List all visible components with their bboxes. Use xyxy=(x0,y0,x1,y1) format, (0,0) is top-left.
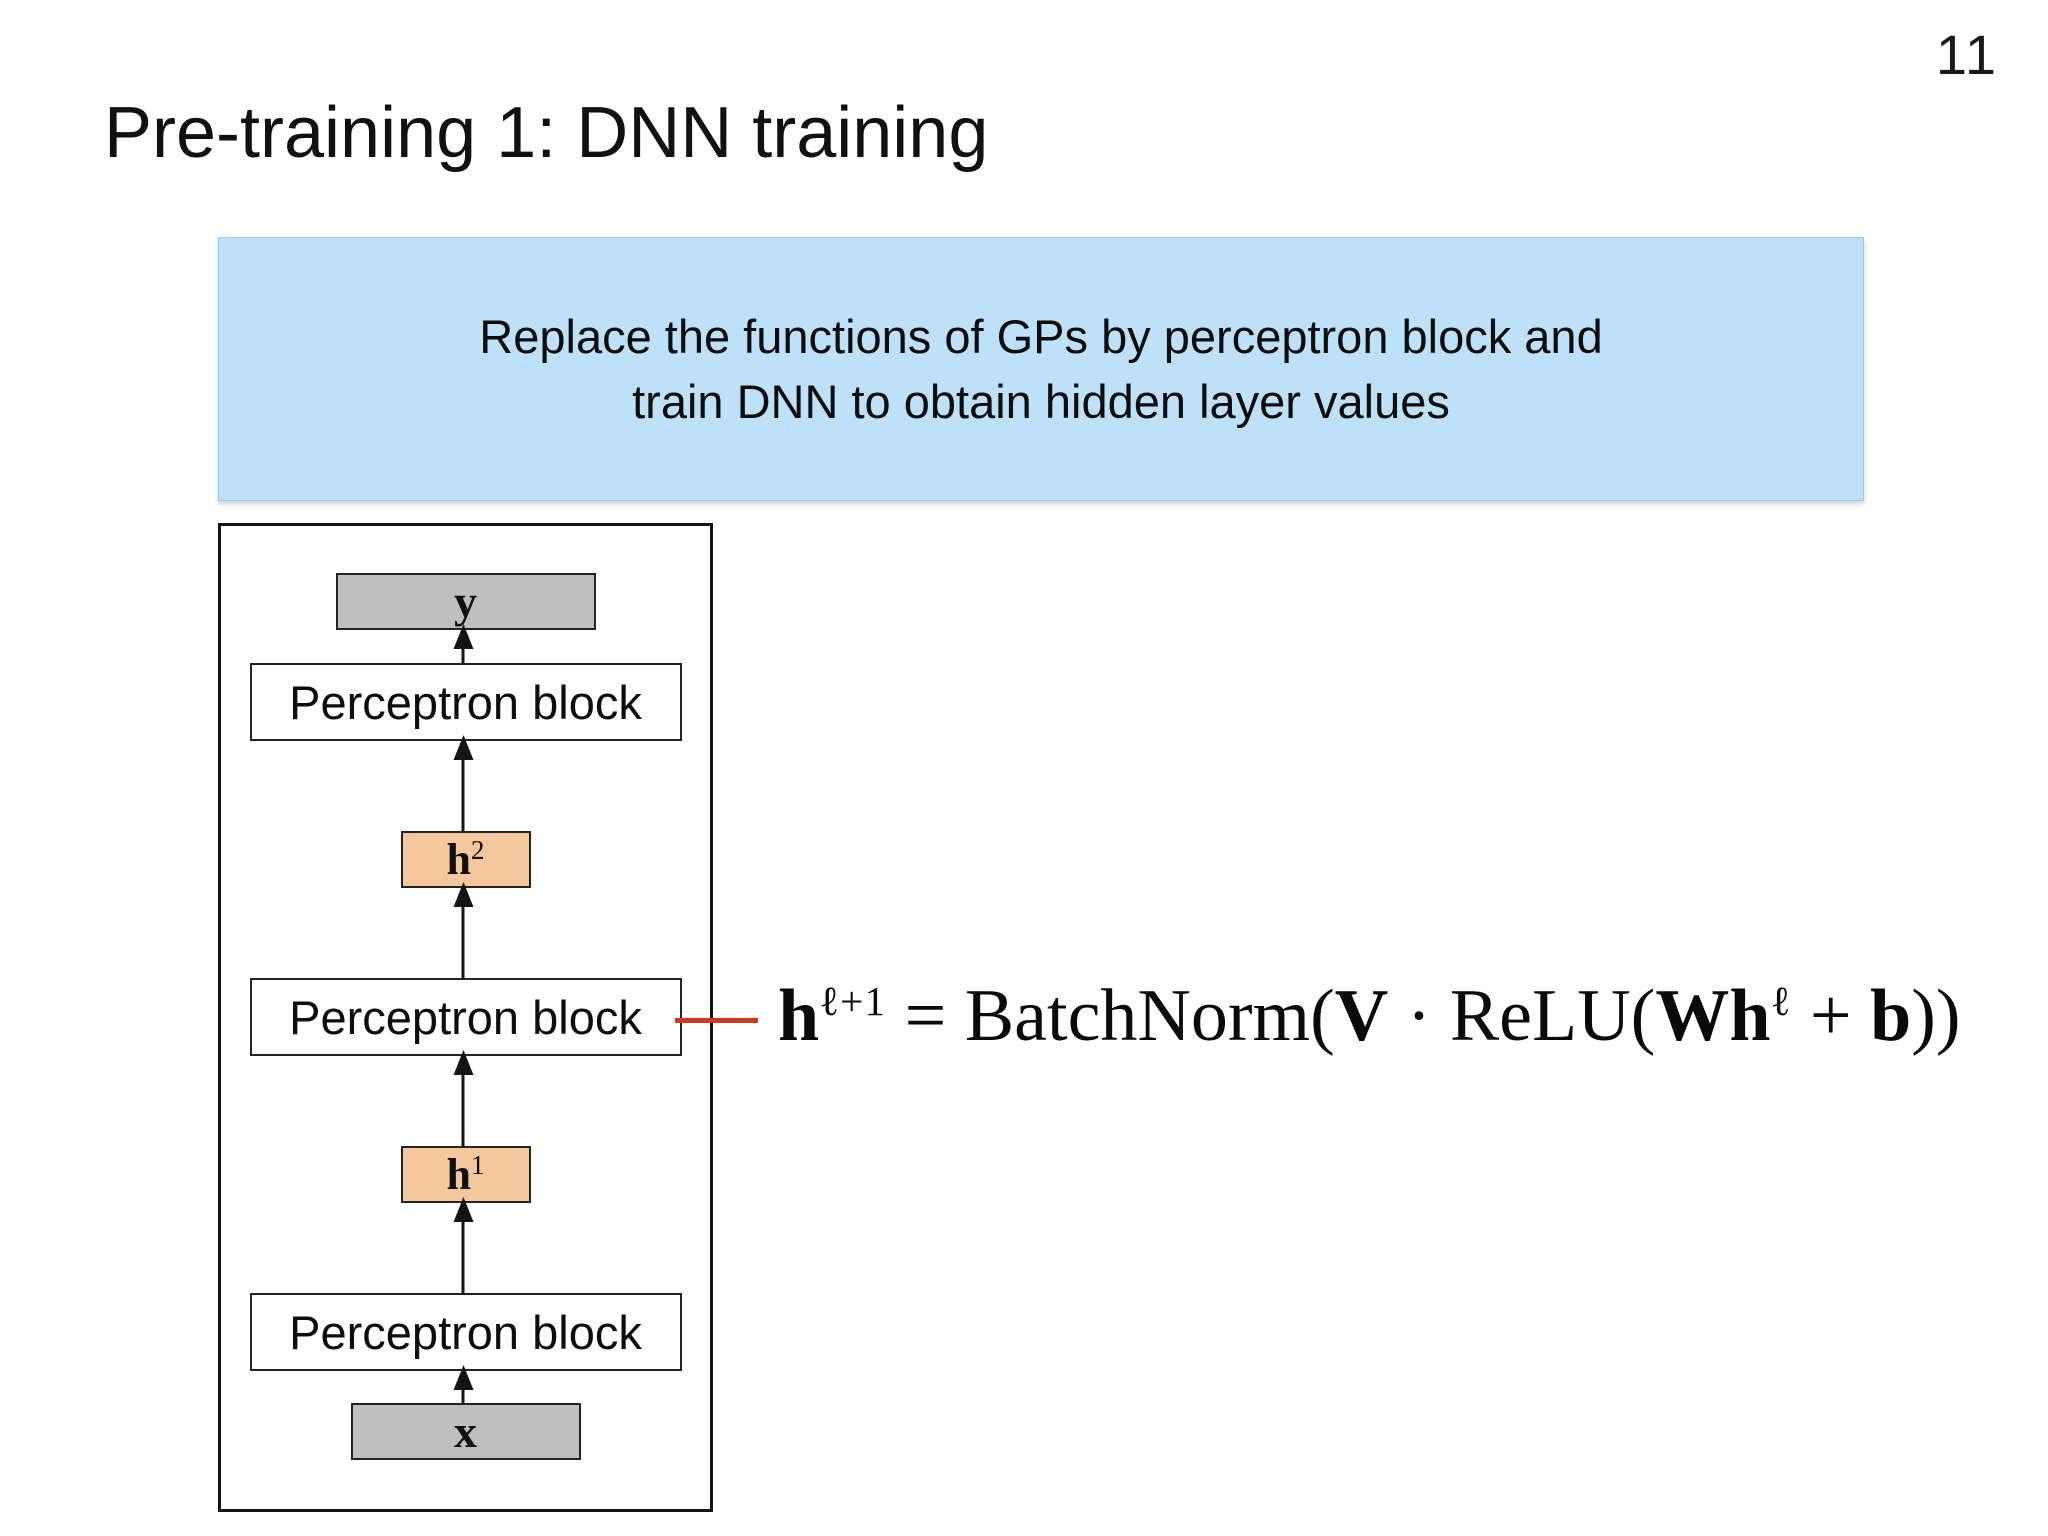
slide-title: Pre-training 1: DNN training xyxy=(104,93,989,173)
callout-line-2: train DNN to obtain hidden layer values xyxy=(632,375,1450,428)
perceptron-block-middle: Perceptron block xyxy=(249,978,682,1056)
eq-b: b xyxy=(1870,975,1912,1057)
output-node-y: y xyxy=(335,573,596,630)
up-arrow xyxy=(461,888,465,978)
eq-plus: + xyxy=(1791,975,1871,1057)
h1-superscript: 1 xyxy=(470,1150,485,1180)
up-arrow xyxy=(461,1203,465,1293)
perceptron-block-middle-label: Perceptron block xyxy=(289,990,642,1044)
eq-dot-relu: · ReLU( xyxy=(1388,975,1656,1057)
up-arrow xyxy=(461,1371,465,1403)
input-label: x xyxy=(454,1405,477,1457)
hidden-node-h1: h1 xyxy=(400,1146,531,1203)
h2-superscript: 2 xyxy=(470,835,485,865)
batchnorm-equation: hℓ+1 = BatchNorm(V · ReLU(Whℓ + b)) xyxy=(778,972,1961,1061)
eq-close-parens: )) xyxy=(1911,975,1961,1057)
equation-connector-line xyxy=(675,1018,758,1023)
hidden-node-h2: h2 xyxy=(400,831,531,888)
eq-sup-l-plus-1: ℓ+1 xyxy=(819,978,887,1025)
eq-Wh: Wh xyxy=(1655,975,1771,1057)
up-arrow xyxy=(461,741,465,831)
hidden-node-h1-label: h1 xyxy=(446,1150,485,1199)
input-node-x: x xyxy=(350,1403,581,1460)
eq-V: V xyxy=(1334,975,1389,1057)
perceptron-block-bottom: Perceptron block xyxy=(249,1293,682,1371)
perceptron-block-bottom-label: Perceptron block xyxy=(289,1305,642,1359)
eq-equals-batchnorm: = BatchNorm( xyxy=(886,975,1335,1057)
perceptron-block-top: Perceptron block xyxy=(249,663,682,741)
up-arrow xyxy=(461,630,465,663)
eq-h: h xyxy=(778,975,820,1057)
perceptron-block-top-label: Perceptron block xyxy=(289,675,642,729)
callout-line-1: Replace the functions of GPs by perceptr… xyxy=(479,310,1603,363)
up-arrow xyxy=(461,1056,465,1146)
page-number: 11 xyxy=(1935,23,1998,86)
h1-base: h xyxy=(446,1150,471,1199)
output-label: y xyxy=(454,575,477,627)
eq-sup-l: ℓ xyxy=(1770,978,1792,1025)
hidden-node-h2-label: h2 xyxy=(446,835,485,884)
callout-box: Replace the functions of GPs by perceptr… xyxy=(218,237,1864,501)
dnn-diagram: y Perceptron block h2 Perceptron block h… xyxy=(218,523,713,1512)
h2-base: h xyxy=(446,835,471,884)
